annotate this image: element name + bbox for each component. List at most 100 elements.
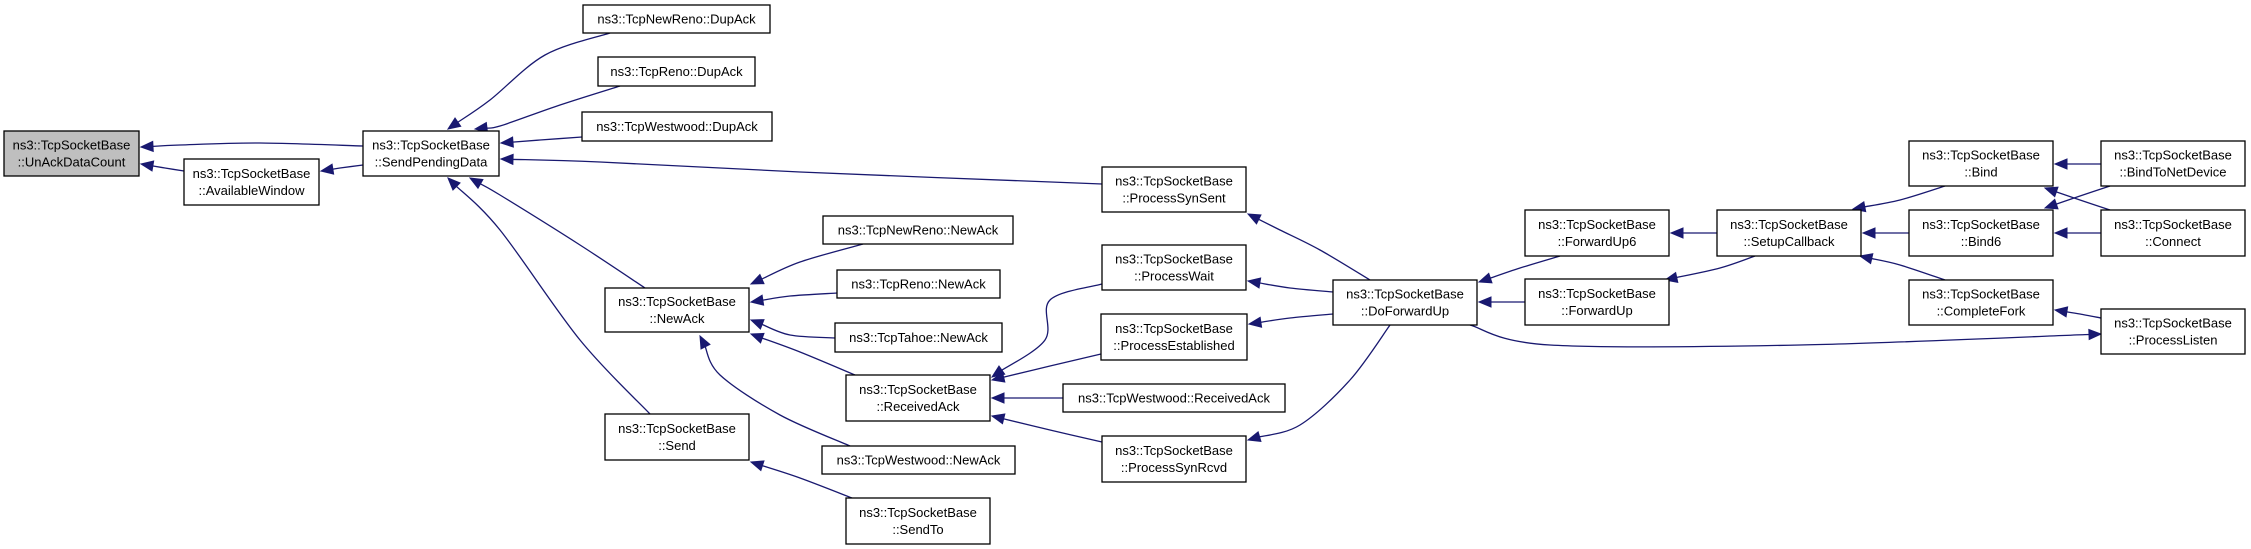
node-sendto[interactable]: ns3::TcpSocketBase::SendTo [845, 497, 991, 545]
node-box[interactable] [1908, 279, 2054, 326]
edge-line [760, 322, 836, 339]
node-processlisten[interactable]: ns3::TcpSocketBase::ProcessListen [2100, 308, 2246, 355]
node-sendpending[interactable]: ns3::TcpSocketBase::SendPendingData [362, 130, 500, 177]
edge-forwardup6-to-doforwardup [1477, 255, 1561, 284]
node-label-line: ns3::TcpSocketBase [618, 421, 736, 436]
node-tahoe_newack[interactable]: ns3::TcpTahoe::NewAck [834, 322, 1003, 353]
arrowhead-icon [2088, 328, 2103, 341]
node-unack[interactable]: ns3::TcpSocketBase::UnAckDataCount [3, 130, 140, 177]
node-reno_dupack[interactable]: ns3::TcpReno::DupAck [597, 56, 756, 87]
arrowhead-icon [749, 332, 765, 344]
edge-line [1469, 324, 2092, 348]
nodes-layer: ns3::TcpSocketBase::UnAckDataCountns3::T… [3, 4, 2246, 545]
edge-forwardup-to-doforwardup [1477, 296, 1525, 308]
edge-processsynrcvd-to-receivedack [990, 413, 1103, 443]
node-box[interactable] [1332, 279, 1478, 326]
node-setupcallback[interactable]: ns3::TcpSocketBase::SetupCallback [1716, 209, 1862, 257]
arrowhead-icon [447, 177, 461, 191]
node-box[interactable] [604, 413, 750, 461]
node-westwood_receivedack[interactable]: ns3::TcpWestwood::ReceivedAck [1062, 383, 1286, 413]
node-doforwardup[interactable]: ns3::TcpSocketBase::DoForwardUp [1332, 279, 1478, 326]
node-label-line: ns3::TcpSocketBase [1922, 217, 2040, 232]
arrowhead-icon [990, 371, 1006, 383]
node-newreno_newack[interactable]: ns3::TcpNewReno::NewAck [822, 215, 1014, 245]
node-label-line: ::ReceivedAck [876, 399, 960, 414]
edge-doforwardup-to-processsynrcvd [1246, 324, 1391, 443]
node-box[interactable] [597, 56, 756, 87]
node-box[interactable] [362, 130, 500, 177]
edges-layer [139, 32, 2111, 499]
edge-bind6-to-setupcallback [1861, 227, 1909, 239]
edge-line [760, 336, 856, 376]
edge-line [1257, 324, 1391, 438]
edge-line [1001, 417, 1103, 443]
node-box[interactable] [1062, 383, 1286, 413]
arrowhead-icon [1246, 431, 1262, 443]
node-box[interactable] [1524, 278, 1670, 326]
node-westwood_newack[interactable]: ns3::TcpWestwood::NewAck [821, 445, 1016, 475]
edge-line [1869, 257, 1946, 281]
node-box[interactable] [821, 445, 1016, 475]
edge-line [760, 292, 838, 302]
edge-newreno_newack-to-newack [749, 243, 864, 285]
node-box[interactable] [1101, 166, 1247, 213]
node-box[interactable] [1101, 435, 1247, 483]
edge-availwin-to-unack [139, 160, 185, 172]
node-box[interactable] [581, 111, 773, 142]
node-availwin[interactable]: ns3::TcpSocketBase::AvailableWindow [183, 158, 320, 206]
node-box[interactable] [845, 374, 991, 422]
node-box[interactable] [2100, 140, 2246, 187]
node-send[interactable]: ns3::TcpSocketBase::Send [604, 413, 750, 461]
node-box[interactable] [822, 215, 1014, 245]
edge-line [330, 164, 364, 171]
arrowhead-icon [468, 177, 484, 190]
arrowhead-icon [990, 392, 1005, 404]
node-newreno_dupack[interactable]: ns3::TcpNewReno::DupAck [582, 4, 771, 34]
edge-line [510, 158, 1103, 185]
node-processwait[interactable]: ns3::TcpSocketBase::ProcessWait [1101, 244, 1247, 291]
node-processestablished[interactable]: ns3::TcpSocketBase::ProcessEstablished [1100, 313, 1248, 361]
node-label-line: ns3::TcpSocketBase [1538, 217, 1656, 232]
node-label-line: ::SetupCallback [1743, 234, 1835, 249]
node-receivedack[interactable]: ns3::TcpSocketBase::ReceivedAck [845, 374, 991, 422]
node-connect[interactable]: ns3::TcpSocketBase::Connect [2100, 209, 2246, 257]
node-box[interactable] [183, 158, 320, 206]
node-forwardup6[interactable]: ns3::TcpSocketBase::ForwardUp6 [1524, 209, 1670, 257]
node-box[interactable] [1716, 209, 1862, 257]
node-box[interactable] [1908, 209, 2054, 257]
edge-line [1001, 353, 1102, 379]
arrowhead-icon [2053, 306, 2069, 318]
edge-line [150, 165, 185, 172]
node-bind[interactable]: ns3::TcpSocketBase::Bind [1908, 140, 2054, 187]
edge-setupcallback-to-forwardup6 [1669, 227, 1717, 239]
node-box[interactable] [1524, 209, 1670, 257]
node-label-line: ns3::TcpSocketBase [859, 382, 977, 397]
node-bind6[interactable]: ns3::TcpSocketBase::Bind6 [1908, 209, 2054, 257]
arrowhead-icon [1861, 227, 1876, 239]
node-label-line: ::ForwardUp [1561, 303, 1633, 318]
node-processsynsent[interactable]: ns3::TcpSocketBase::ProcessSynSent [1101, 166, 1247, 213]
node-westwood_dupack[interactable]: ns3::TcpWestwood::DupAck [581, 111, 773, 142]
node-box[interactable] [2100, 209, 2246, 257]
node-label-line: ::Bind6 [1961, 234, 2001, 249]
node-box[interactable] [1100, 313, 1248, 361]
node-processsynrcvd[interactable]: ns3::TcpSocketBase::ProcessSynRcvd [1101, 435, 1247, 483]
edge-westwood_receivedack-to-receivedack [990, 392, 1063, 404]
node-box[interactable] [582, 4, 771, 34]
node-newack[interactable]: ns3::TcpSocketBase::NewAck [604, 287, 750, 333]
edge-doforwardup-to-processwait [1246, 277, 1334, 293]
node-box[interactable] [604, 287, 750, 333]
node-completefork[interactable]: ns3::TcpSocketBase::CompleteFork [1908, 279, 2054, 326]
node-reno_newack[interactable]: ns3::TcpReno::NewAck [836, 269, 1001, 299]
node-box[interactable] [836, 269, 1001, 299]
node-box[interactable] [3, 130, 140, 177]
node-box[interactable] [834, 322, 1003, 353]
node-bindtonetdevice[interactable]: ns3::TcpSocketBase::BindToNetDevice [2100, 140, 2246, 187]
node-box[interactable] [845, 497, 991, 545]
node-box[interactable] [1101, 244, 1247, 291]
node-box[interactable] [1908, 140, 2054, 187]
node-forwardup[interactable]: ns3::TcpSocketBase::ForwardUp [1524, 278, 1670, 326]
arrowhead-icon [139, 160, 155, 172]
edge-bindtonetdevice-to-bind6 [2043, 185, 2111, 210]
node-box[interactable] [2100, 308, 2246, 355]
